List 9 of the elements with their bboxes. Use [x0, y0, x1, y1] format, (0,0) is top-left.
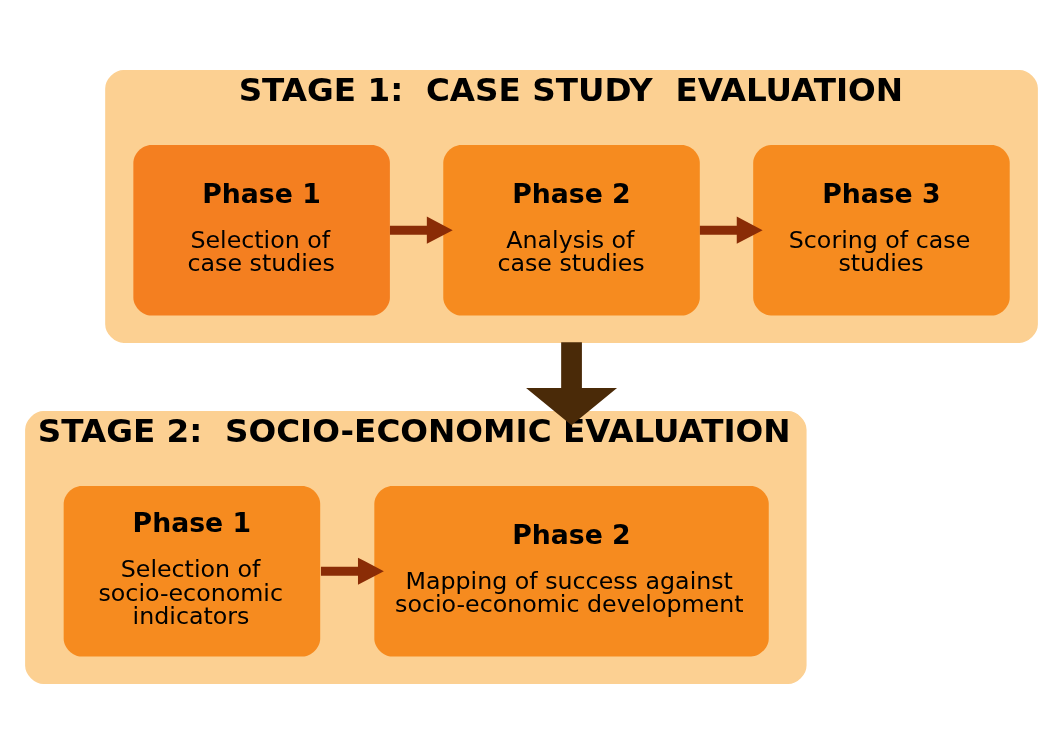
arrow: [389, 216, 453, 244]
node-box: Phase 1 Selection of socio-economic indicators: [63, 486, 321, 657]
arrow: [320, 557, 384, 585]
node-box: Phase 2 Analysis of case studies: [443, 144, 700, 316]
arrow: [699, 216, 763, 244]
arrow: [526, 342, 617, 426]
node-box: Phase 1 Selection of case studies: [133, 144, 390, 316]
node-box: Phase 3 Scoring of case studies: [753, 144, 1010, 316]
node-box: Phase 2 Mapping of success against socio-economic development: [374, 486, 769, 657]
